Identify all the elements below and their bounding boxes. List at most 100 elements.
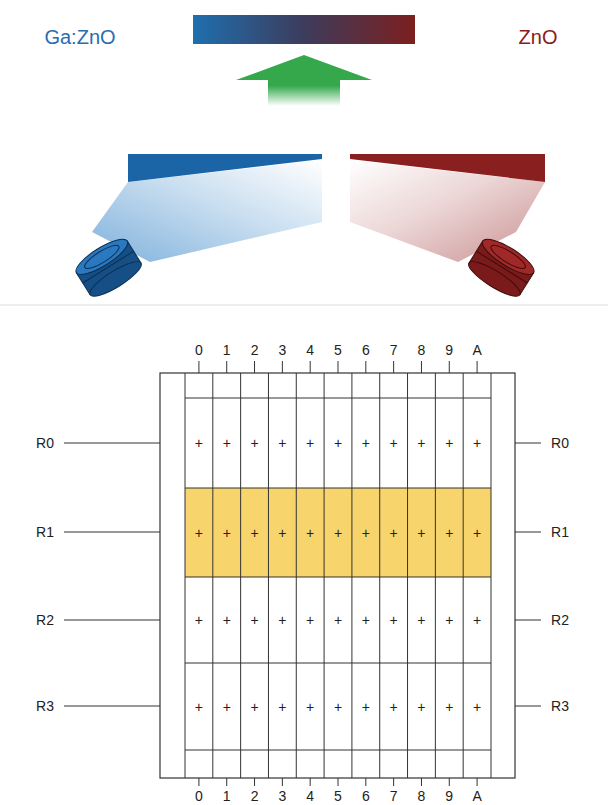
cell-mark: + — [417, 700, 425, 714]
row-label: R1 — [551, 525, 569, 539]
column-tick — [421, 361, 422, 373]
grid-cell: + — [296, 577, 324, 663]
column-tick — [449, 778, 450, 786]
column-number: 3 — [278, 789, 286, 803]
row-label: R0 — [36, 436, 54, 450]
column-line — [435, 373, 436, 778]
grid-cell: + — [435, 577, 463, 663]
column-number: 1 — [223, 343, 231, 357]
row-leader — [64, 620, 160, 621]
grid-cell: + — [352, 488, 380, 577]
cell-mark: + — [250, 700, 258, 714]
row-leader — [64, 443, 160, 444]
column-tick — [393, 778, 394, 786]
cell-mark: + — [250, 436, 258, 450]
column-tick — [198, 361, 199, 373]
column-number: 2 — [251, 343, 259, 357]
cell-mark: + — [223, 613, 231, 627]
grid-cell: + — [213, 577, 241, 663]
grid-cell: + — [241, 663, 269, 750]
column-number: 6 — [362, 789, 370, 803]
cell-mark: + — [195, 526, 203, 540]
beam-right — [350, 154, 545, 182]
row-leader — [64, 706, 160, 707]
column-number: 4 — [306, 789, 314, 803]
grid-cell: + — [324, 488, 352, 577]
cell-mark: + — [445, 613, 453, 627]
grid-cell: + — [352, 663, 380, 750]
column-tick — [198, 778, 199, 786]
grid-cell: + — [296, 488, 324, 577]
grid-cell: + — [380, 488, 408, 577]
cell-mark: + — [445, 526, 453, 540]
column-number: 5 — [334, 789, 342, 803]
row-label: R3 — [36, 699, 54, 713]
column-number: 6 — [362, 343, 370, 357]
wafer-outline — [160, 373, 515, 778]
cell-mark: + — [445, 436, 453, 450]
column-number: 4 — [306, 343, 314, 357]
grid-cell: + — [241, 488, 269, 577]
column-tick — [226, 778, 227, 786]
cell-mark: + — [278, 436, 286, 450]
cell-mark: + — [195, 613, 203, 627]
column-number: 0 — [195, 789, 203, 803]
column-tick — [477, 778, 478, 786]
column-number: 2 — [251, 789, 259, 803]
grid-cell: + — [296, 398, 324, 488]
grid-cell: + — [408, 398, 436, 488]
column-line — [296, 373, 297, 778]
cell-mark: + — [334, 700, 342, 714]
column-tick — [282, 778, 283, 786]
grid-cell: + — [185, 398, 213, 488]
grid-cell: + — [408, 577, 436, 663]
grid-cell: + — [435, 663, 463, 750]
column-line — [351, 373, 352, 778]
grid-cell: + — [435, 398, 463, 488]
grid-cell: + — [268, 577, 296, 663]
cell-mark: + — [306, 613, 314, 627]
cell-mark: + — [445, 700, 453, 714]
column-tick — [477, 361, 478, 373]
row-leader — [515, 620, 541, 621]
cell-mark: + — [278, 526, 286, 540]
column-line — [212, 373, 213, 778]
sputter-gun-right — [465, 233, 539, 301]
cell-mark: + — [223, 700, 231, 714]
cell-mark: + — [473, 613, 481, 627]
grid-cell: + — [463, 577, 491, 663]
column-line — [185, 373, 186, 778]
grid-cell: + — [241, 577, 269, 663]
column-tick — [393, 361, 394, 373]
separator — [0, 305, 608, 306]
column-tick — [254, 778, 255, 786]
cell-mark: + — [417, 613, 425, 627]
grid-cell: + — [435, 488, 463, 577]
growth-arrow — [236, 55, 372, 106]
grid-cell: + — [380, 663, 408, 750]
grid-cell: + — [268, 398, 296, 488]
cell-mark: + — [223, 436, 231, 450]
row-leader — [64, 532, 160, 533]
column-number: 3 — [278, 343, 286, 357]
column-tick — [449, 361, 450, 373]
grid-cell: + — [408, 488, 436, 577]
row-leader — [515, 443, 541, 444]
beam-left — [128, 154, 322, 182]
column-number: 7 — [390, 789, 398, 803]
column-number: 9 — [445, 789, 453, 803]
column-tick — [365, 361, 366, 373]
column-tick — [421, 778, 422, 786]
column-line — [324, 373, 325, 778]
column-tick — [254, 361, 255, 373]
cell-mark: + — [390, 613, 398, 627]
grid-cell: + — [268, 663, 296, 750]
column-number: 1 — [223, 789, 231, 803]
grid-cell: + — [185, 577, 213, 663]
cell-mark: + — [195, 436, 203, 450]
column-line — [240, 373, 241, 778]
grid-cell: + — [213, 398, 241, 488]
grid-cell: + — [352, 577, 380, 663]
